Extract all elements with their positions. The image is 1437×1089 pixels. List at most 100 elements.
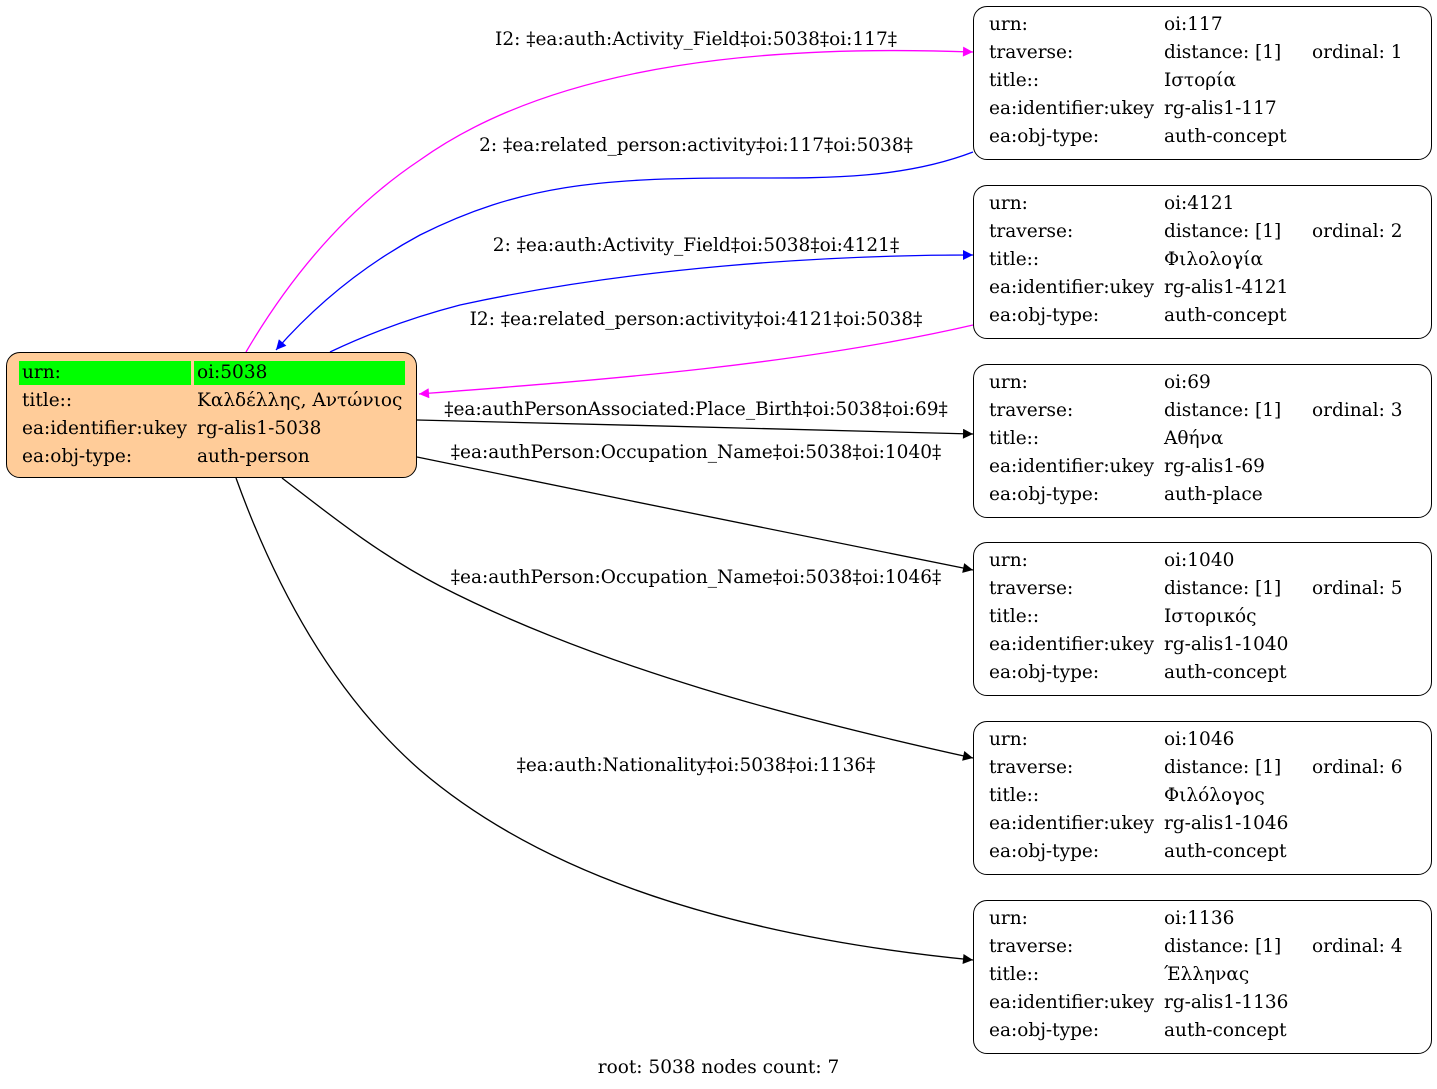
edge-path (329, 250, 974, 353)
root-row: title::Καλδέλλης, Αντώνιος (7, 387, 416, 415)
edge-path (416, 419, 974, 439)
ordinal-value: ordinal: 1 (1312, 42, 1403, 63)
row-value: Αθήνα (1164, 428, 1224, 449)
row-key: ea:obj-type: (989, 662, 1100, 683)
row-key: traverse: (989, 42, 1074, 63)
traverse-row: traverse:distance: [1]ordinal: 3 (974, 397, 1431, 425)
row-key: ea:obj-type: (989, 1020, 1100, 1041)
row-key: ea:obj-type: (989, 484, 1100, 505)
row-value: distance: [1] (1164, 936, 1282, 957)
traverse-row: traverse:distance: [1]ordinal: 4 (974, 933, 1431, 961)
row-value: auth-concept (1164, 305, 1287, 326)
row-key: title:: (989, 785, 1040, 806)
row-key: urn: (989, 193, 1028, 214)
edge-label: 2: ‡ea:auth:Activity_Field‡oi:5038‡oi:41… (492, 235, 900, 256)
row-value: auth-concept (1164, 841, 1287, 862)
row-value: oi:4121 (1164, 193, 1235, 214)
ordinal-value: ordinal: 2 (1312, 221, 1403, 242)
edge-path (275, 151, 974, 351)
row-value: oi:117 (1164, 14, 1223, 35)
edge-path (416, 456, 974, 573)
title-row: title::Αθήνα (974, 425, 1431, 453)
urn-row: urn:oi:1040 (974, 547, 1431, 575)
row-value: distance: [1] (1164, 578, 1282, 599)
node-card[interactable]: urn:oi:1040 traverse: distance: [1] ordinal… (973, 542, 1432, 696)
row-value: auth-concept (1164, 662, 1287, 683)
ordinal-value: ordinal: 5 (1312, 578, 1403, 599)
row-key: ea:identifier:ukey (989, 456, 1155, 477)
row-value: auth-concept (1164, 1020, 1287, 1041)
row-value: auth-place (1164, 484, 1263, 505)
row-key: ea:identifier:ukey (989, 277, 1155, 298)
edge-path (418, 324, 974, 399)
root-row-key: title:: (22, 390, 73, 411)
node-card[interactable]: urn: oi:69 traverse:distance: [1]ordinal: … (973, 364, 1432, 518)
root-row-key: urn: (22, 362, 61, 383)
title-row: title::Φιλολογία (974, 246, 1431, 274)
row-value: distance: [1] (1164, 221, 1282, 242)
footer-summary: root: 5038 nodes count: 7 (597, 1057, 840, 1078)
row-value: distance: [1] (1164, 400, 1282, 421)
root-row-key: ea:identifier:ukey (22, 418, 188, 439)
row-key: traverse: (989, 757, 1074, 778)
objtype-row: ea:obj-type: auth-concept (974, 659, 1431, 687)
root-row-key: ea:obj-type: (22, 446, 133, 467)
objtype-row: ea:obj-type: auth-concept (974, 1017, 1431, 1045)
root-row: urn:oi:5038 (7, 359, 416, 387)
edge-label: ‡ea:authPerson:Occupation_Name‡oi:5038‡o… (450, 567, 942, 588)
traverse-row: traverse:distance: [1]ordinal: 2 (974, 218, 1431, 246)
row-value: oi:69 (1164, 372, 1211, 393)
title-row: title::Έλληνας (974, 961, 1431, 989)
title-row: title::Ιστορικός (974, 603, 1431, 631)
edge-label: ‡ea:authPerson:Occupation_Name‡oi:5038‡o… (450, 442, 942, 463)
row-value: oi:1046 (1164, 729, 1235, 750)
highlight-cell (194, 361, 405, 385)
objtype-row: ea:obj-type:auth-concept (974, 838, 1431, 866)
ukey-row: ea:identifier:ukey rg-alis1-4121 (974, 274, 1431, 302)
row-value: rg-alis1-117 (1164, 98, 1277, 119)
row-value: rg-alis1-1136 (1164, 992, 1289, 1013)
row-value: rg-alis1-1040 (1164, 634, 1289, 655)
row-value: distance: [1] (1164, 42, 1282, 63)
row-key: urn: (989, 372, 1028, 393)
row-value: Φιλολογία (1164, 249, 1263, 270)
node-card[interactable]: urn:oi:117 traverse: distance: [1] ordinal:… (973, 6, 1432, 160)
edge-label: I2: ‡ea:related_person:activity‡oi:4121‡… (469, 309, 923, 330)
traverse-row: traverse: distance: [1] ordinal: 5 (974, 575, 1431, 603)
row-value: rg-alis1-4121 (1164, 277, 1289, 298)
row-key: ea:identifier:ukey (989, 813, 1155, 834)
edge-label: ‡ea:authPersonAssociated:Place_Birth‡oi:… (444, 399, 948, 420)
traverse-row: traverse:distance: [1]ordinal: 6 (974, 754, 1431, 782)
row-key: title:: (989, 964, 1040, 985)
row-key: urn: (989, 550, 1028, 571)
row-key: ea:obj-type: (989, 126, 1100, 147)
row-value: rg-alis1-69 (1164, 456, 1265, 477)
row-key: traverse: (989, 936, 1074, 957)
row-value: auth-concept (1164, 126, 1287, 147)
urn-row: urn:oi:117 (974, 11, 1431, 39)
row-value: rg-alis1-1046 (1164, 813, 1289, 834)
row-key: ea:identifier:ukey (989, 634, 1155, 655)
urn-row: urn: oi:4121 (974, 190, 1431, 218)
row-key: traverse: (989, 578, 1074, 599)
urn-row: urn:oi:1136 (974, 905, 1431, 933)
row-key: title:: (989, 249, 1040, 270)
row-key: title:: (989, 606, 1040, 627)
traverse-row: traverse: distance: [1] ordinal: 1 (974, 39, 1431, 67)
urn-row: urn: oi:69 (974, 369, 1431, 397)
highlight-cell (19, 361, 191, 385)
ukey-row: ea:identifier:ukey rg-alis1-1046 (974, 810, 1431, 838)
title-row: title::Φιλόλογος (974, 782, 1431, 810)
edge-label: 2: ‡ea:related_person:activity‡oi:117‡oi… (479, 135, 913, 156)
edge-path (281, 477, 974, 761)
edge-label: I2: ‡ea:auth:Activity_Field‡oi:5038‡oi:1… (495, 29, 897, 50)
row-value: Ιστορικός (1164, 606, 1257, 627)
